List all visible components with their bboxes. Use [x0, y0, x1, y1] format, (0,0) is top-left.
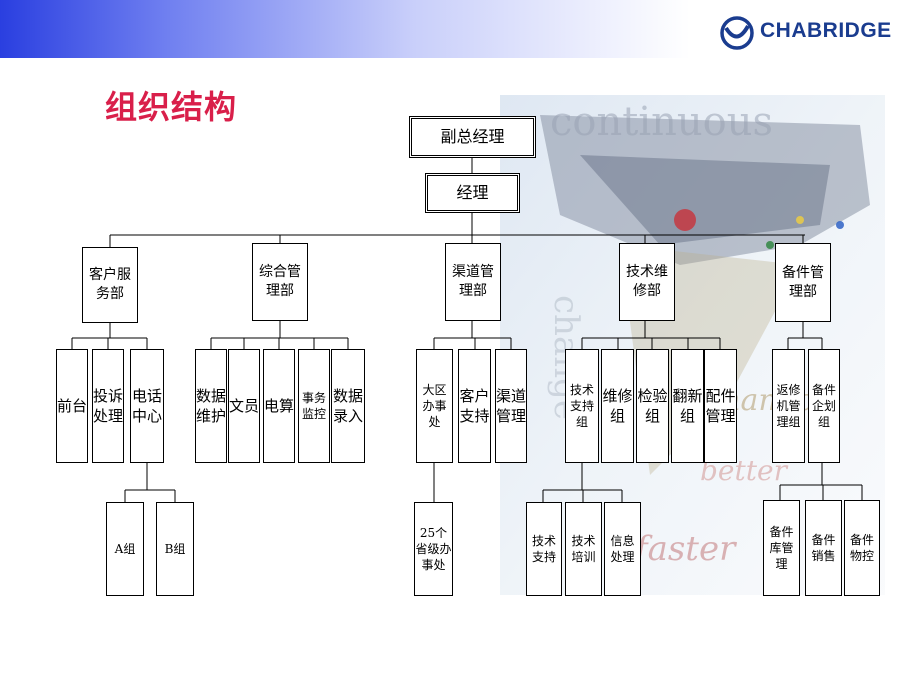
child-group-a: A组: [106, 502, 144, 596]
sub-parts-planning-group: 备件企划组: [808, 349, 840, 463]
sub-tech-support-group: 技术支持组: [565, 349, 599, 463]
sub-data-maintenance: 数据维护: [195, 349, 227, 463]
child-parts-sales: 备件销售: [805, 500, 842, 596]
bg-word-continuous: continuous: [550, 99, 773, 145]
sub-channel-management: 渠道管理: [495, 349, 527, 463]
sub-refurbish-group: 翻新组: [671, 349, 704, 463]
dept-tech-repair: 技术维修部: [619, 243, 675, 321]
sub-repair-group: 维修组: [601, 349, 634, 463]
child-parts-control: 备件物控: [844, 500, 880, 596]
node-vice-general-manager: 副总经理: [409, 116, 536, 158]
child-provincial-offices: 25个省级办事处: [414, 502, 453, 596]
dept-general-admin: 综合管理部: [252, 243, 308, 321]
page-title: 组织结构: [105, 88, 238, 126]
child-group-b: B组: [156, 502, 194, 596]
sub-data-entry: 数据录入: [331, 349, 365, 463]
child-tech-training: 技术培训: [565, 502, 602, 596]
dept-spare-parts: 备件管理部: [775, 243, 831, 322]
child-tech-support: 技术支持: [526, 502, 562, 596]
sub-parts-management: 配件管理: [704, 349, 737, 463]
logo-mark-icon: [720, 16, 754, 50]
sub-regional-office: 大区办事处: [416, 349, 453, 463]
sub-complaint-handling: 投诉处理: [92, 349, 124, 463]
child-parts-warehouse: 备件库管理: [763, 500, 800, 596]
dept-channel-management: 渠道管理部: [445, 243, 501, 321]
sub-front-desk: 前台: [56, 349, 88, 463]
sub-clerk: 文员: [228, 349, 260, 463]
sub-inspection-group: 检验组: [636, 349, 669, 463]
header-gradient-band: [0, 0, 920, 58]
node-manager: 经理: [425, 173, 520, 213]
dept-customer-service: 客户服务部: [82, 247, 138, 323]
logo-text: CHABRIDGE: [760, 19, 892, 42]
sub-accounting-computer: 电算: [263, 349, 295, 463]
sub-customer-support: 客户支持: [458, 349, 491, 463]
child-info-processing: 信息处理: [604, 502, 641, 596]
company-logo: CHABRIDGE: [718, 14, 908, 50]
sub-call-center: 电话中心: [130, 349, 164, 463]
sub-returned-units-group: 返修机管理组: [772, 349, 805, 463]
sub-affairs-monitoring: 事务监控: [298, 349, 330, 463]
bg-word-faster: faster: [632, 529, 737, 569]
